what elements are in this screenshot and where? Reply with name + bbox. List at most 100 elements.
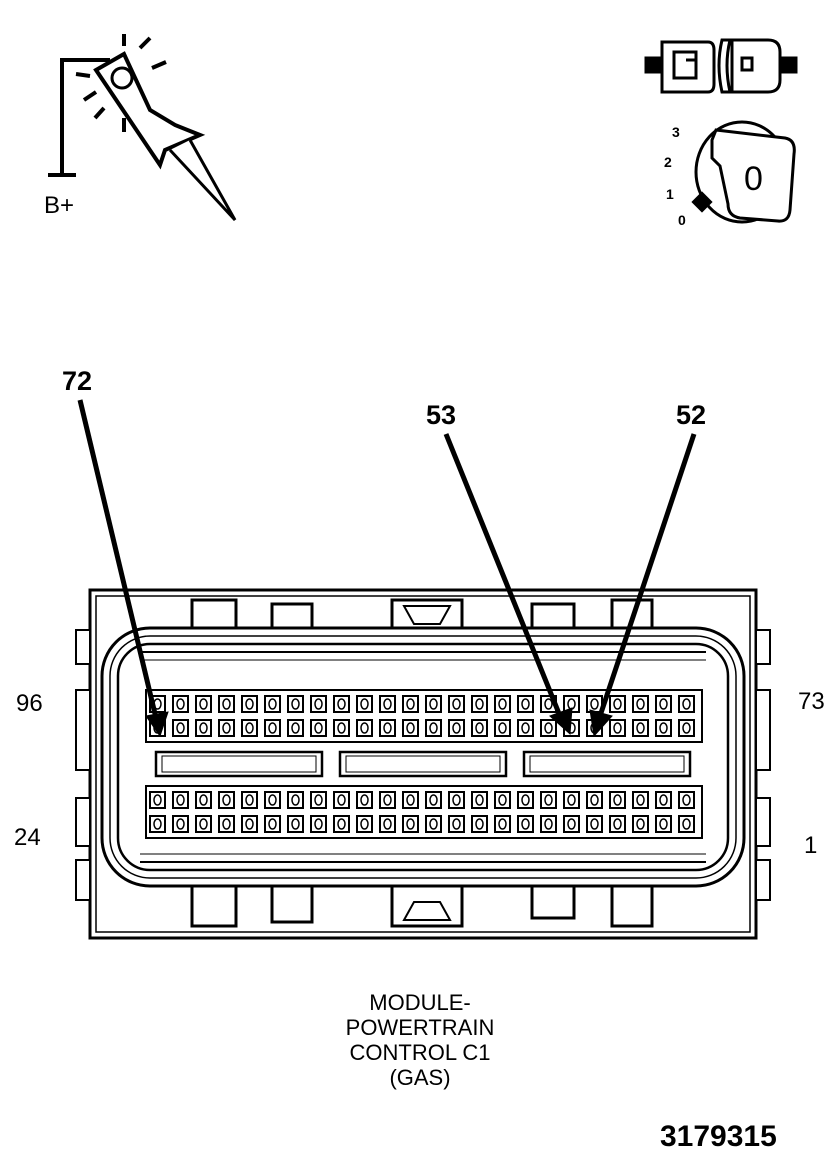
pin-terminal — [636, 794, 645, 806]
pin-cavity — [379, 791, 396, 809]
pin-terminal — [291, 794, 300, 806]
pin-cavity — [287, 695, 304, 713]
pin-terminal — [544, 722, 553, 734]
pin-cavity — [172, 695, 189, 713]
pin-terminal — [337, 722, 346, 734]
side-label-top-right: 73 — [798, 688, 825, 715]
pin-terminal — [314, 722, 323, 734]
pin-terminal — [199, 794, 208, 806]
pin-terminal — [475, 818, 484, 830]
pin-terminal — [521, 722, 530, 734]
pin-cavity — [264, 695, 281, 713]
pin-terminal — [176, 722, 185, 734]
pin-label-72: 72 — [62, 366, 93, 396]
pin-cavity — [540, 815, 557, 833]
pin-cavity — [241, 719, 258, 737]
pin-cavity — [494, 815, 511, 833]
pin-cavity — [655, 815, 672, 833]
pin-cavity — [655, 719, 672, 737]
ignition-position-0: 0 — [678, 212, 686, 228]
pin-terminal — [268, 818, 277, 830]
pin-cavity — [333, 695, 350, 713]
pin-cavity — [356, 791, 373, 809]
ignition-key-label: 0 — [744, 160, 763, 198]
pin-cavity — [310, 695, 327, 713]
pin-label-52: 52 — [676, 400, 707, 430]
pin-cavity — [655, 695, 672, 713]
pin-terminal — [360, 722, 369, 734]
pin-terminal — [567, 794, 576, 806]
pin-cavity — [609, 791, 626, 809]
pin-terminal — [406, 794, 415, 806]
pin-cavity — [425, 815, 442, 833]
pin-cavity — [448, 695, 465, 713]
pin-terminal — [291, 818, 300, 830]
pin-cavity — [287, 719, 304, 737]
pin-label-53: 53 — [426, 400, 457, 430]
pin-terminal — [337, 818, 346, 830]
pin-terminal — [176, 818, 185, 830]
pin-cavity — [241, 815, 258, 833]
pin-cavity — [678, 719, 695, 737]
pin-cavity — [586, 791, 603, 809]
pin-terminal — [153, 794, 162, 806]
pin-cavity — [195, 815, 212, 833]
pin-terminal — [590, 794, 599, 806]
pin-terminal — [383, 818, 392, 830]
pin-cavity — [494, 791, 511, 809]
pin-terminal — [337, 794, 346, 806]
pin-cavity — [632, 815, 649, 833]
pin-cavity — [540, 791, 557, 809]
pin-terminal — [429, 794, 438, 806]
pin-cavity — [517, 791, 534, 809]
pin-terminal — [659, 794, 668, 806]
pin-cavity — [494, 695, 511, 713]
pin-terminal — [613, 722, 622, 734]
pin-cavity — [586, 815, 603, 833]
side-label-bottom-right: 1 — [804, 832, 818, 859]
pin-cavity — [678, 791, 695, 809]
pin-cavity — [517, 815, 534, 833]
pin-cavity — [241, 695, 258, 713]
pin-terminal — [544, 794, 553, 806]
pin-cavity — [402, 695, 419, 713]
pin-terminal — [199, 698, 208, 710]
pin-cavity — [356, 815, 373, 833]
pin-terminal — [682, 698, 691, 710]
pin-cavity — [471, 791, 488, 809]
pin-cavity — [379, 695, 396, 713]
arrowhead-72 — [145, 711, 169, 738]
arrowhead-52 — [589, 709, 613, 738]
pin-cavity — [448, 791, 465, 809]
pin-terminal — [590, 698, 599, 710]
pin-terminal — [406, 698, 415, 710]
arrowhead-53 — [549, 707, 573, 736]
pin-terminal — [360, 794, 369, 806]
pin-terminal — [268, 698, 277, 710]
pin-cavity — [563, 815, 580, 833]
pin-cavity — [379, 719, 396, 737]
pin-cavity — [379, 815, 396, 833]
pin-terminal — [498, 722, 507, 734]
ignition-position-1: 1 — [666, 186, 674, 202]
pin-cavity — [632, 719, 649, 737]
pin-terminal — [613, 818, 622, 830]
leader-53 — [443, 433, 563, 717]
pin-cavity — [264, 719, 281, 737]
pin-terminal — [245, 698, 254, 710]
connector-disconnect-icon — [644, 38, 798, 94]
pin-cavity — [632, 791, 649, 809]
ignition-position-2: 2 — [664, 154, 672, 170]
figure-id: 3179315 — [660, 1120, 777, 1153]
pin-cavity — [218, 695, 235, 713]
pin-cavity — [218, 791, 235, 809]
caption-line-1: MODULE- — [369, 990, 471, 1015]
pin-terminal — [429, 722, 438, 734]
pin-terminal — [636, 698, 645, 710]
pin-terminal — [245, 722, 254, 734]
pin-terminal — [521, 698, 530, 710]
test-light-label: B+ — [44, 192, 75, 219]
pin-terminal — [153, 818, 162, 830]
pin-cavity — [172, 719, 189, 737]
